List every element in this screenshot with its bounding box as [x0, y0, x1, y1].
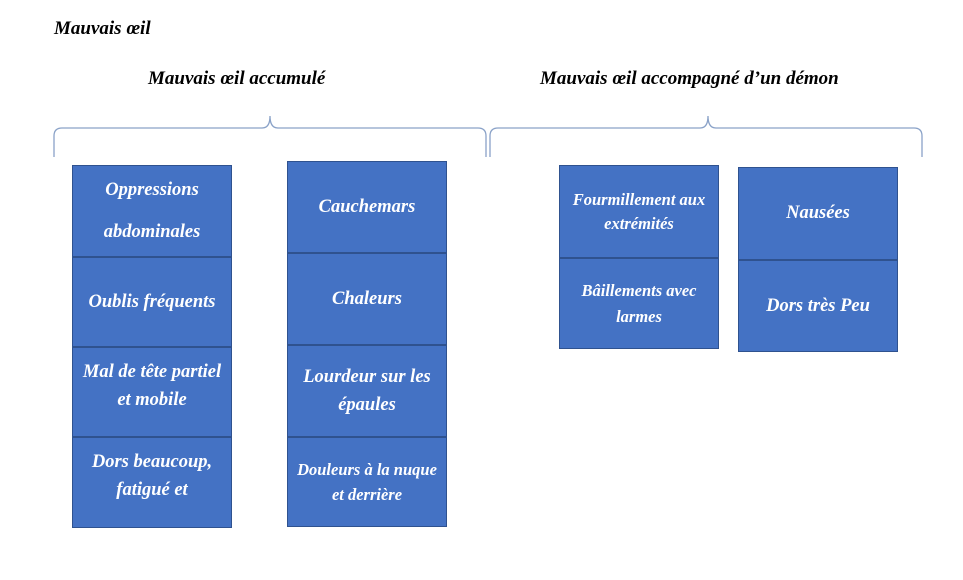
symptom-box: Dors beaucoup, fatigué et [91, 452, 213, 500]
column-accumule-2: Cauchemars Chaleurs Lourdeur sur les épa… [287, 161, 447, 527]
group-title-demon: Mauvais œil accompagné d’un démon [540, 68, 839, 89]
group-title-accumule: Mauvais œil accumulé [148, 68, 326, 89]
brace-right [489, 115, 923, 157]
symptom-box: Bâillements avec larmes [581, 280, 697, 326]
diagram-title: Mauvais œil [54, 18, 151, 39]
symptom-box: Cauchemars [318, 196, 416, 217]
symptom-box: Nausées [786, 203, 850, 223]
column-accumule-1: Oppressions abdominales Oublis fréquents… [72, 165, 232, 528]
column-demon-2: Nausées Dors très Peu [738, 167, 898, 352]
symptom-box: Oublis fréquents [88, 292, 216, 312]
symptom-box: Chaleurs [332, 288, 402, 309]
symptom-box: Dors très Peu [766, 295, 870, 316]
symptom-box: Douleurs à la nuque et derrière [297, 460, 437, 504]
symptom-box: Oppressions abdominales [103, 180, 201, 242]
symptom-box: Fourmillement aux extrémités [572, 189, 706, 233]
column-demon-1: Fourmillement aux extrémités Bâillements… [559, 165, 719, 349]
symptom-box: Lourdeur sur les épaules [303, 367, 431, 415]
brace-left [53, 115, 487, 157]
symptom-box: Mal de tête partiel et mobile [82, 362, 222, 410]
